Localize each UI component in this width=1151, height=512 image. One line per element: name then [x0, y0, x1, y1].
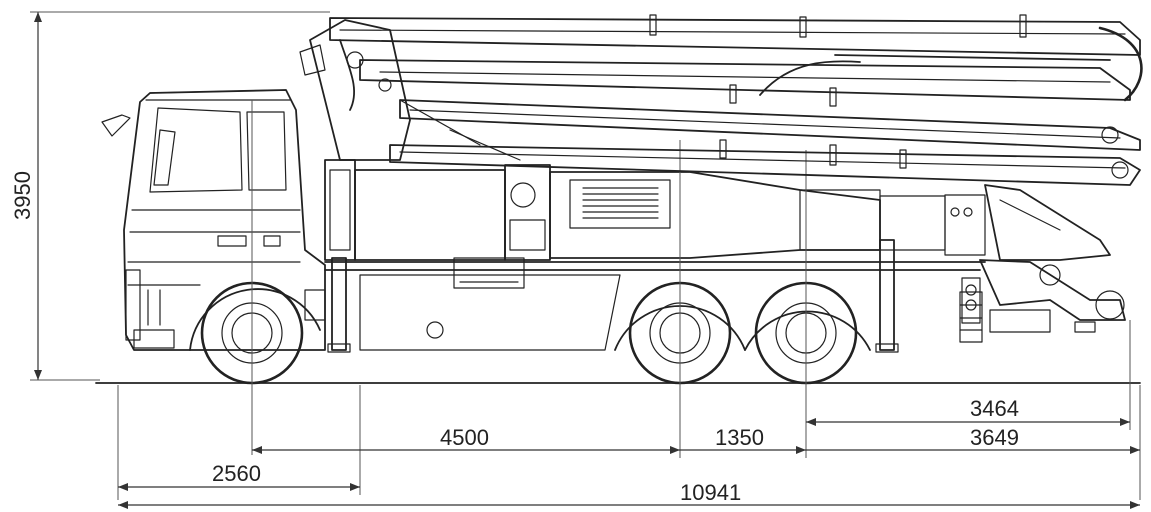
height-dimension: 3950 [10, 11, 330, 381]
dim-1350: 1350 [715, 425, 764, 450]
truck-chassis [324, 239, 986, 353]
dim-3464: 3464 [970, 396, 1019, 421]
concrete-boom [299, 14, 1143, 186]
front-wheel [189, 100, 321, 455]
dim-2560: 2560 [212, 461, 261, 486]
rear-wheel-1 [614, 140, 746, 458]
horizontal-dimensions: 4500 1350 3464 3649 2560 10941 [117, 385, 1141, 509]
rear-wheel-2 [744, 150, 871, 458]
height-label: 3950 [10, 171, 35, 220]
dim-4500: 4500 [440, 425, 489, 450]
pump-body [324, 159, 986, 261]
dim-10941: 10941 [680, 480, 741, 505]
dim-3649: 3649 [970, 425, 1019, 450]
truck-cab [101, 89, 326, 351]
vent-grille [582, 187, 659, 219]
rear-hopper [959, 184, 1131, 430]
